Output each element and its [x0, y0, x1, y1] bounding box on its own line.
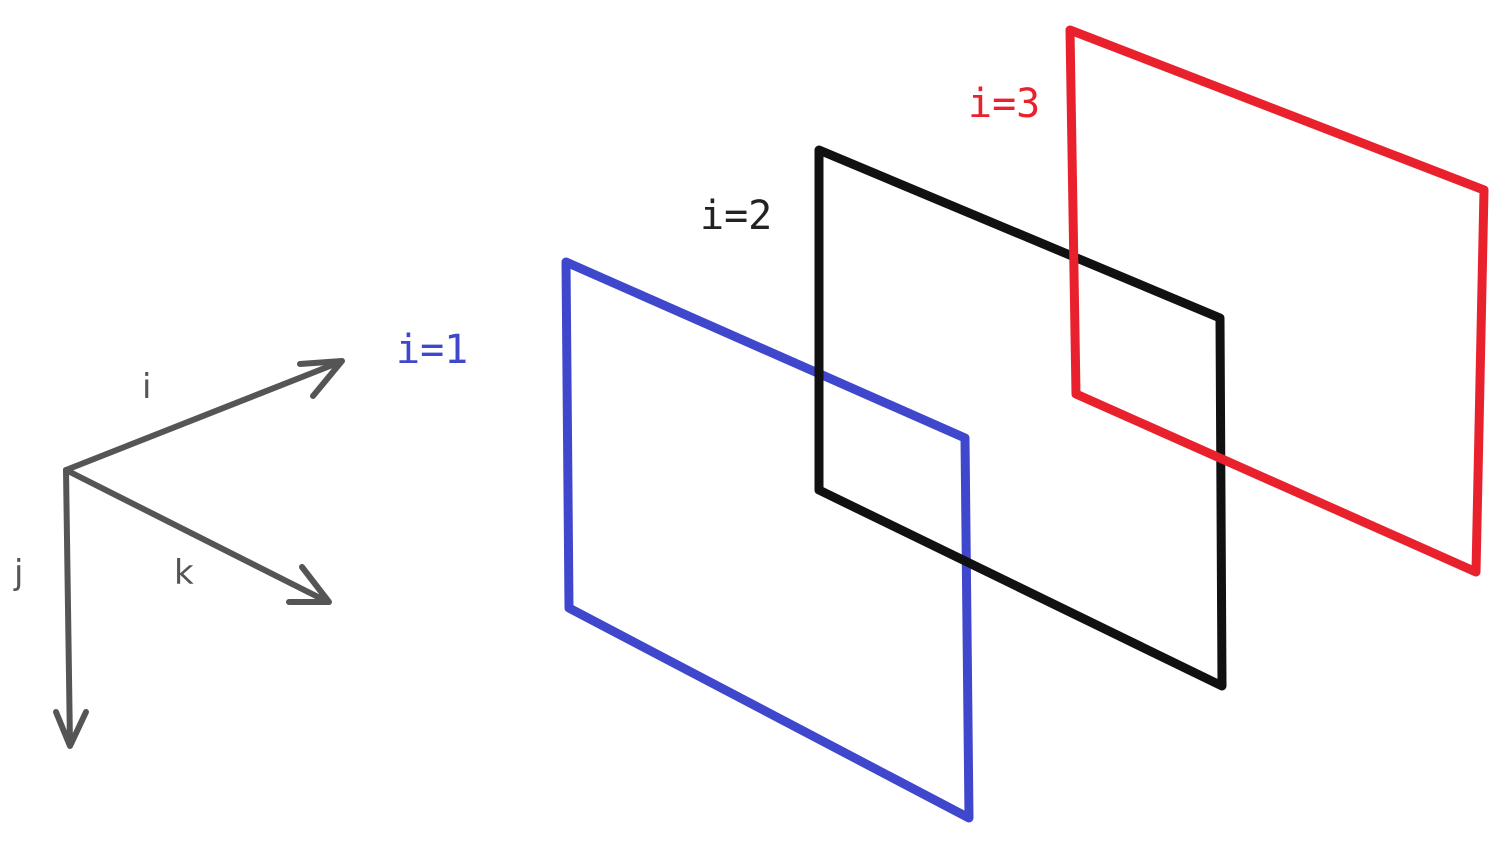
axes — [53, 358, 345, 749]
j-axis-label: j — [14, 553, 24, 593]
j-axis-arrowhead-icon — [53, 709, 89, 749]
plane-i1 — [561, 257, 974, 823]
i-axis-arrowhead-icon — [297, 358, 345, 399]
plane-i3-label: i=3 — [968, 81, 1041, 127]
j-axis-line — [63, 467, 73, 748]
k-axis-label: k — [174, 553, 194, 593]
i-axis-label: i — [142, 367, 152, 407]
i-axis-line — [63, 359, 343, 473]
plane-i3 — [1065, 25, 1489, 577]
k-axis-line — [63, 467, 331, 605]
k-axis-arrowhead-icon — [286, 564, 332, 605]
plane-i2-label: i=2 — [700, 193, 773, 239]
plane-i1-label: i=1 — [396, 327, 469, 373]
plane-i2 — [814, 145, 1227, 691]
